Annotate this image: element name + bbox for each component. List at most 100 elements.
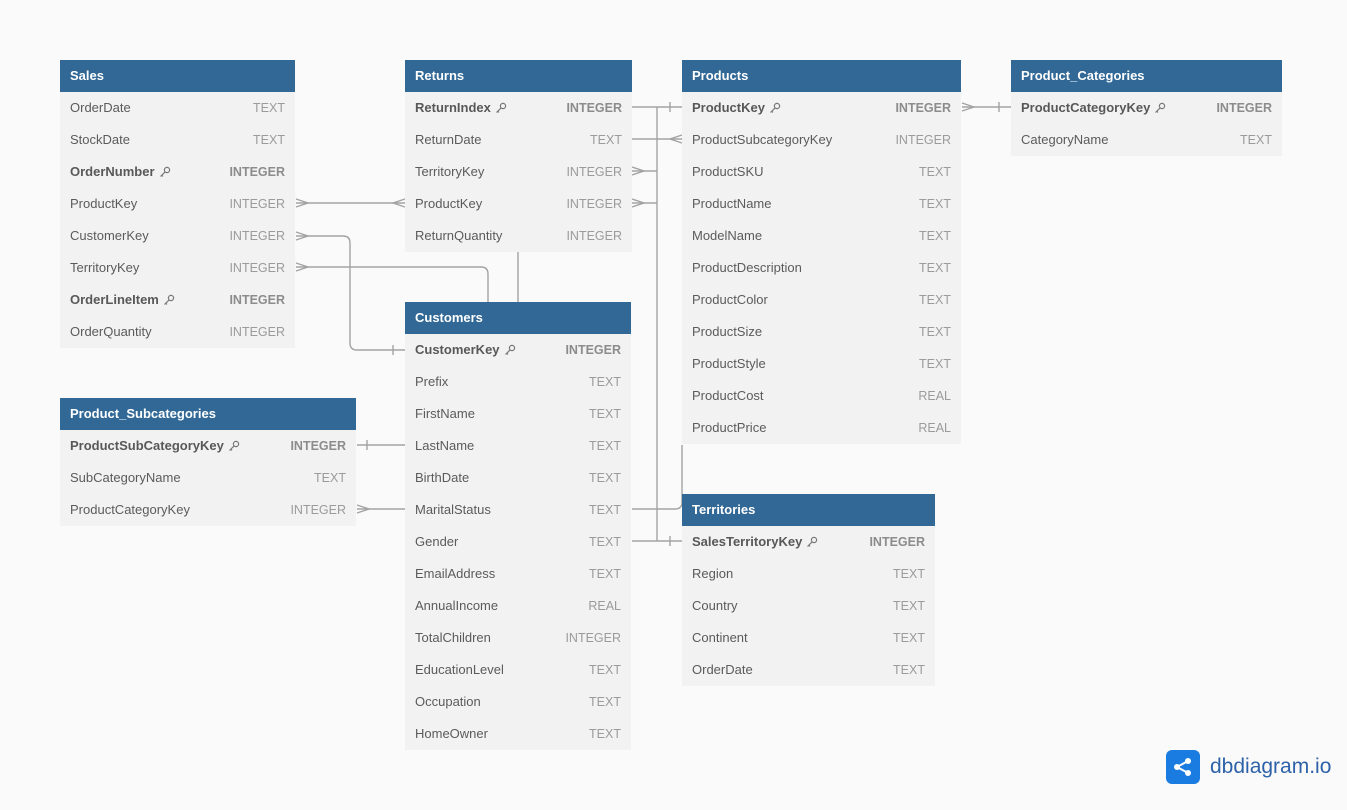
field-type: INTEGER <box>869 535 925 549</box>
table-header-customers[interactable]: Customers <box>405 302 631 334</box>
field-type: TEXT <box>589 471 621 485</box>
field-type: INTEGER <box>895 133 951 147</box>
field-name-wrap: LastName <box>415 430 474 462</box>
table-header-sales[interactable]: Sales <box>60 60 295 92</box>
field-name: SubCategoryName <box>70 470 181 485</box>
table-header-products[interactable]: Products <box>682 60 961 92</box>
field-name-wrap: ProductName <box>692 188 771 220</box>
field-type: INTEGER <box>565 343 621 357</box>
field-name-wrap: ProductCost <box>692 380 764 412</box>
field-type: INTEGER <box>1216 101 1272 115</box>
field-type: TEXT <box>589 727 621 741</box>
field-type: INTEGER <box>566 165 622 179</box>
dbdiagram-logo[interactable]: dbdiagram.io <box>1166 750 1331 784</box>
field-name-wrap: CategoryName <box>1021 124 1108 156</box>
field-row[interactable]: CustomerKey INTEGER <box>60 220 295 252</box>
key-icon <box>495 94 507 126</box>
share-icon <box>1166 750 1200 784</box>
field-name-wrap: Prefix <box>415 366 448 398</box>
table-product-categories[interactable]: Product_Categories ProductCategoryKey INT… <box>1011 60 1282 156</box>
field-row[interactable]: Occupation TEXT <box>405 686 631 718</box>
field-name: ProductPrice <box>692 420 767 435</box>
field-name: TerritoryKey <box>70 260 140 275</box>
table-header-product-categories[interactable]: Product_Categories <box>1011 60 1282 92</box>
field-type: INTEGER <box>229 229 285 243</box>
field-name-wrap: Gender <box>415 526 458 558</box>
table-product-subcategories[interactable]: Product_Subcategories ProductSubCategory… <box>60 398 356 526</box>
field-name-wrap: Occupation <box>415 686 481 718</box>
key-icon <box>769 94 781 126</box>
field-name: ProductDescription <box>692 260 802 275</box>
key-icon <box>159 158 171 190</box>
table-header-returns[interactable]: Returns <box>405 60 632 92</box>
field-type: INTEGER <box>229 197 285 211</box>
field-name: ProductStyle <box>692 356 766 371</box>
table-header-product-subcategories[interactable]: Product_Subcategories <box>60 398 356 430</box>
field-type: TEXT <box>893 599 925 613</box>
field-type: INTEGER <box>290 439 346 453</box>
field-name-wrap: CustomerKey <box>70 220 149 252</box>
field-row[interactable]: ProductCategoryKey INTEGER <box>1011 92 1282 124</box>
field-name: ProductCost <box>692 388 764 403</box>
field-name-wrap: ProductCategoryKey <box>1021 92 1166 124</box>
field-type: INTEGER <box>566 229 622 243</box>
field-name-wrap: MaritalStatus <box>415 494 491 526</box>
table-header-territories[interactable]: Territories <box>682 494 935 526</box>
field-type: TEXT <box>589 695 621 709</box>
